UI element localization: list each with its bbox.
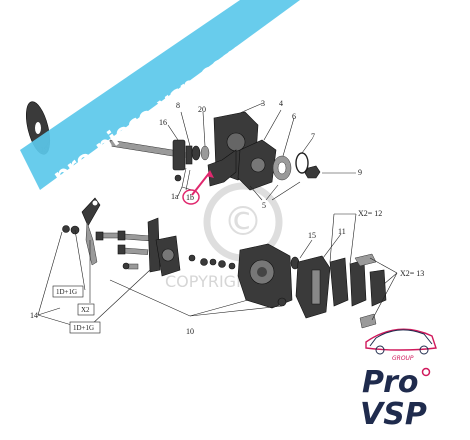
box-1d1g-top: 1D+1G [52,285,84,298]
part-bracket-plate [147,217,181,277]
label-10: 10 [186,327,194,336]
part-6-bearing [272,155,292,181]
label-1a: 1a [171,192,179,201]
label-20: 20 [198,105,206,114]
label-6: 6 [292,112,296,121]
part-16-shaft [109,139,193,182]
highlight-1b [182,170,214,205]
part-1b-backplate [207,149,237,187]
part-handbrake-lever [81,197,101,266]
box-1d1g-bottom-text: 1D+1G [73,324,94,332]
part-11-carrier [295,255,331,319]
copyright-symbol: © [223,199,263,245]
box-1d1g-bottom: 1D+1G [69,321,101,334]
label-4: 4 [279,99,283,108]
label-1b: 1b [186,193,194,202]
part-4-knuckle [237,139,277,191]
label-8: 8 [176,101,180,110]
label-16: 16 [159,118,167,127]
provsp-logo: GROUP Pro VSP [360,328,437,432]
label-7: 7 [311,132,315,141]
label-9: 9 [358,168,362,177]
label-5: 5 [262,201,266,210]
part-13-clips [354,253,387,329]
copyright-text: COPYRIGHT [165,272,258,291]
box-x2-text: X2 [81,306,90,314]
logo-pro: Pro [362,365,418,400]
upper-leader-lines [44,102,356,201]
label-3: 3 [261,99,265,108]
box-1d1g-top-text: 1D+1G [56,288,77,296]
logo-group: GROUP [392,355,414,362]
label-11: 11 [338,227,346,236]
label-15: 15 [308,231,316,240]
part-9-nut [304,165,321,179]
part-7-circlip [295,152,309,174]
part-8-washer [191,145,201,161]
part-20-ring [200,145,210,161]
logo-vsp: VSP [360,397,427,432]
label-14: 14 [30,311,38,320]
label-13: X2= 13 [400,269,424,278]
lower-leader-lines [37,213,398,327]
part-caliper [237,243,293,309]
part-seal [277,297,287,307]
box-x2: X2 [77,303,95,316]
label-12: X2= 12 [358,209,382,218]
part-12-pads [329,257,367,307]
part-pins-washers [188,254,236,270]
